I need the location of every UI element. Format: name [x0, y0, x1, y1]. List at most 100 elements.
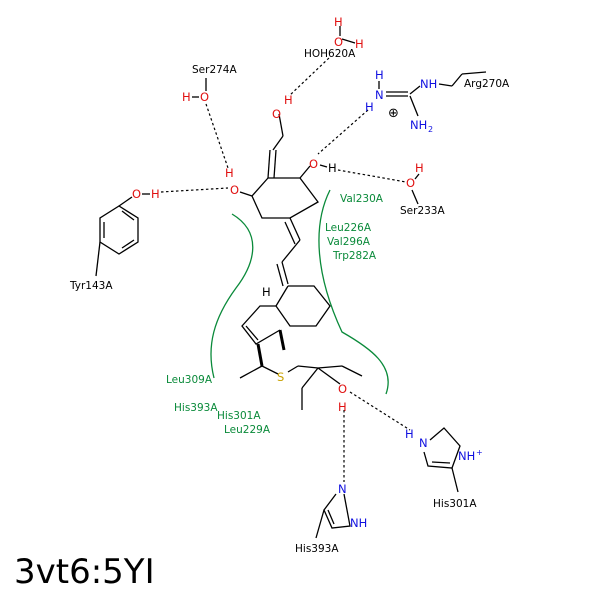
label-ser233: Ser233A — [400, 205, 445, 217]
bond-side-6 — [301, 367, 319, 389]
his301-h: H — [405, 427, 414, 441]
label-leu309: Leu309A — [166, 374, 213, 386]
bond-side-5 — [297, 365, 319, 369]
label-leu226: Leu226A — [325, 222, 372, 234]
his393-n: N — [338, 482, 347, 496]
ligand-h-tail: H — [338, 400, 347, 414]
complex-id-title: 3vt6:5YI — [14, 552, 155, 592]
bond-d-inner — [245, 325, 259, 341]
his301-n: N — [419, 436, 428, 450]
tyr143-ring-inner1 — [121, 210, 135, 221]
ser274-h: H — [182, 90, 191, 104]
his301-plus: + — [476, 448, 483, 457]
ligand-o-top: O — [272, 107, 281, 121]
bond-ring-oh3 — [319, 164, 328, 168]
bond-arg-chain3 — [461, 71, 487, 75]
label-his393: His393A — [295, 543, 339, 555]
tyr143-o: O — [132, 187, 141, 201]
bond-side-8 — [317, 367, 341, 385]
arg270-h-bottom: H — [365, 100, 374, 114]
contact-arc-left — [210, 213, 254, 379]
label-arg270: Arg270A — [464, 78, 510, 90]
bond-his393-cb — [315, 509, 325, 539]
label-tyr143: Tyr143A — [69, 280, 113, 292]
label-ser274: Ser274A — [192, 64, 237, 76]
bond-chain-c3 — [278, 113, 284, 137]
his393-nh: NH — [350, 516, 367, 530]
bond-his301-cb — [451, 467, 459, 493]
hbond-arg270 — [317, 109, 369, 155]
arg270-nh: NH — [420, 77, 437, 91]
bond-ring-o1 — [239, 191, 253, 197]
bond-chain-c2 — [272, 135, 284, 151]
bond-side-7 — [317, 365, 343, 369]
hbond-tyr143 — [160, 187, 229, 193]
bond-arg-chain1 — [438, 83, 453, 87]
label-leu229: Leu229A — [224, 424, 271, 436]
water-h1: H — [334, 15, 343, 29]
bond-link-3b — [276, 263, 284, 287]
his301-ring — [423, 427, 461, 469]
his301-nh: NH — [458, 449, 475, 463]
arg270-charge: ⊕ — [388, 106, 399, 121]
bond-ring-o3 — [299, 165, 311, 179]
arg270-nh2: NH — [410, 118, 427, 132]
bond-methyl — [278, 329, 286, 351]
bond-arg-c-nh2 — [409, 95, 419, 117]
ligand-h-left: H — [225, 166, 234, 180]
hbond-ser274 — [205, 103, 229, 169]
arg270-nh2-sub: 2 — [428, 125, 433, 134]
label-val296: Val296A — [327, 236, 371, 248]
ligand-h-right: H — [328, 161, 337, 175]
arg270-h-top: H — [375, 68, 384, 82]
label-val230: Val230A — [340, 193, 384, 205]
tyr143-ring-inner2 — [121, 239, 135, 249]
his301-ring-db — [431, 461, 451, 464]
label-hoh620: HOH620A — [304, 48, 356, 60]
hbond-his301 — [349, 391, 411, 431]
bond-tyr143-cb — [95, 241, 101, 277]
ligand-o-tail: O — [338, 382, 347, 396]
arg270-n: N — [375, 88, 384, 102]
tyr143-ring — [99, 205, 139, 255]
bond-side-2 — [239, 365, 263, 379]
ligand-h-stereo: H — [262, 285, 271, 299]
contact-arc-right — [318, 189, 389, 395]
bond-side-4 — [287, 365, 299, 373]
bond-tyr143-co — [118, 196, 133, 207]
water-h2: H — [355, 37, 364, 51]
label-his393-contact: His393A — [174, 402, 218, 414]
bond-link-3 — [281, 261, 289, 285]
bond-side-7b — [341, 365, 363, 377]
hbond-hoh620 — [288, 57, 330, 97]
label-trp282: Trp282A — [332, 250, 377, 262]
bond-link-2 — [281, 239, 301, 263]
ligand-s: S — [277, 370, 284, 384]
ligand-d-ring — [241, 305, 281, 345]
bond-link-1 — [289, 217, 301, 241]
ligand-o-left: O — [230, 183, 239, 197]
his393-ring — [323, 493, 351, 529]
bond-side-1 — [256, 343, 264, 367]
ser233-h: H — [415, 161, 424, 175]
hbond-ser233 — [337, 169, 407, 183]
bond-ser233-oh — [414, 173, 420, 180]
water-o: O — [334, 35, 343, 49]
bond-ser233-ca — [411, 189, 419, 205]
bond-link-1b — [284, 221, 296, 245]
bond-arg-c-nh — [409, 85, 421, 95]
ligand-a-ring — [251, 177, 319, 219]
ligand-o-right: O — [309, 157, 318, 171]
tyr143-h: H — [151, 187, 160, 201]
bond-ring-c1 — [267, 149, 271, 179]
bond-arg-chain2 — [451, 73, 463, 87]
bond-water-oh2 — [341, 38, 356, 44]
label-his301-contact: His301A — [217, 410, 261, 422]
ser274-o: O — [200, 90, 209, 104]
his393-ring-db — [327, 509, 335, 525]
label-his301: His301A — [433, 498, 477, 510]
ligand-h-top: H — [284, 93, 293, 107]
bond-ring-c1b — [273, 149, 277, 179]
